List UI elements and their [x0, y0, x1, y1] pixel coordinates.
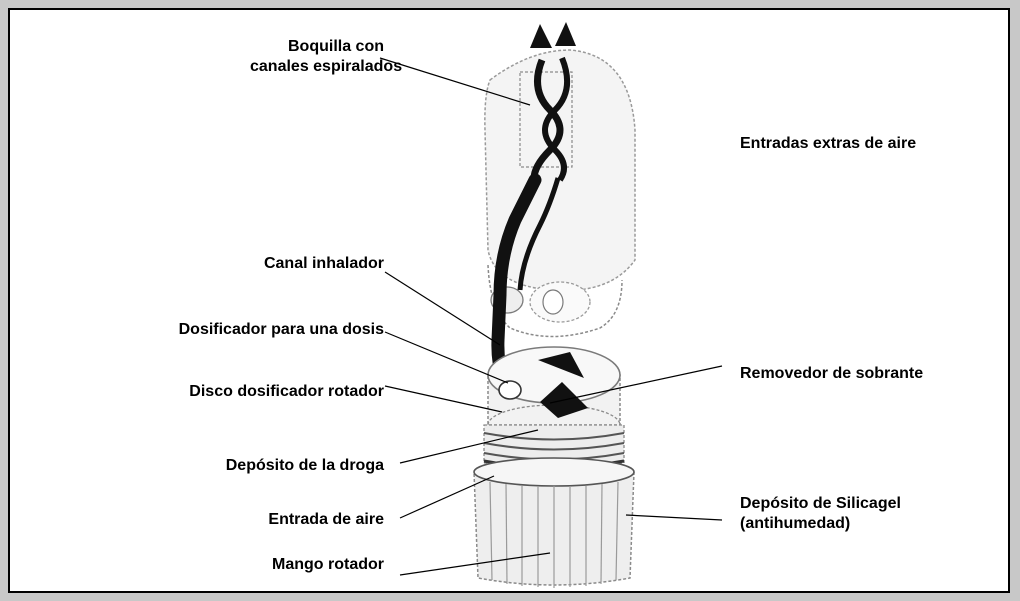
label-silicagel-line2: (antihumedad) [740, 514, 901, 534]
label-removedor: Removedor de sobrante [740, 364, 923, 384]
label-silicagel: Depósito de Silicagel (antihumedad) [740, 494, 901, 534]
label-boquilla: Boquilla con canales espiralados [250, 37, 384, 77]
mouthpiece [485, 50, 635, 337]
label-dosificador: Dosificador para una dosis [110, 320, 384, 340]
label-deposito-droga: Depósito de la droga [150, 456, 384, 476]
label-silicagel-line1: Depósito de Silicagel [740, 494, 901, 514]
leader-silicagel [626, 515, 722, 520]
leader-canal-inhalador [385, 272, 500, 345]
label-boquilla-line1: Boquilla con [250, 37, 384, 57]
label-disco: Disco dosificador rotador [110, 382, 384, 402]
ribbed-handle [474, 458, 634, 588]
label-canal-inhalador: Canal inhalador [190, 254, 384, 274]
label-entradas-extras: Entradas extras de aire [740, 134, 916, 154]
label-entrada-aire: Entrada de aire [190, 510, 384, 530]
leader-disco [385, 386, 502, 412]
label-boquilla-line2: canales espiralados [250, 57, 384, 77]
label-mango: Mango rotador [190, 555, 384, 575]
diagram-frame: Boquilla con canales espiralados Entrada… [8, 8, 1010, 593]
leader-dosificador [385, 332, 508, 383]
